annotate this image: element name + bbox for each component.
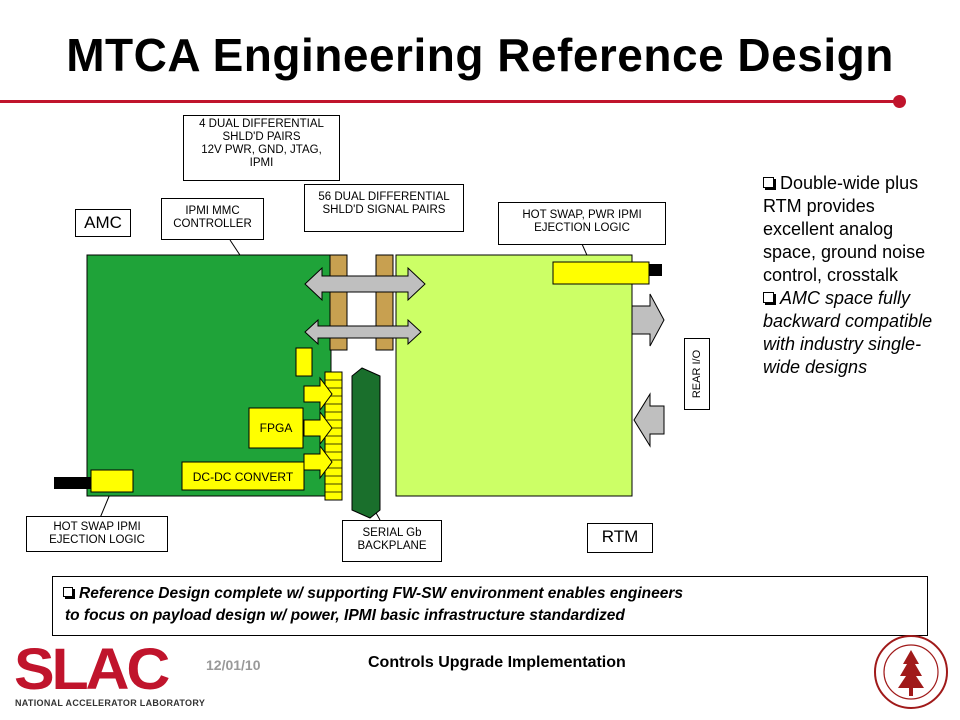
rtm-label: RTM <box>587 523 653 553</box>
amc-handle <box>54 477 92 489</box>
bullet-list: Double-wide plus RTM provides excellent … <box>763 172 938 379</box>
backplane-connector-pins <box>325 379 342 493</box>
bottom-note-line-1: Reference Design complete w/ supporting … <box>63 583 917 605</box>
callout-backplane: SERIAL Gb BACKPLANE <box>342 520 442 562</box>
leader-hot-swap-amc <box>99 493 111 519</box>
ipmi-mmc-chip <box>295 347 313 377</box>
bullet-box-icon <box>63 587 73 597</box>
footer-title: Controls Upgrade Implementation <box>368 654 626 671</box>
bullet-text-1: Double-wide plus RTM provides excellent … <box>763 173 926 285</box>
rear-io-text: REAR I/O <box>691 349 703 399</box>
serial-backplane <box>351 367 381 519</box>
callout-hot-swap-amc: HOT SWAP IPMI EJECTION LOGIC <box>26 516 168 552</box>
slac-logo-subtitle: NATIONAL ACCELERATOR LABORATORY <box>15 698 206 708</box>
callout-ipmi-mmc: IPMI MMC CONTROLLER <box>161 198 264 240</box>
page-title: MTCA Engineering Reference Design <box>66 29 894 81</box>
title-rule <box>0 100 900 103</box>
fpga-block <box>248 407 304 449</box>
callout-dual-diff-pwr: 4 DUAL DIFFERENTIAL SHLD'D PAIRS 12V PWR… <box>183 115 340 181</box>
bottom-note: Reference Design complete w/ supporting … <box>52 576 928 636</box>
amc-label: AMC <box>75 209 131 237</box>
lower-bidirectional-arrow <box>304 318 422 346</box>
stanford-seal-icon <box>874 635 948 709</box>
bullet-item-2: AMC space fully backward compatible with… <box>763 287 938 379</box>
rear-io-out-arrow <box>631 293 665 347</box>
fpga-arrow-3 <box>303 444 333 480</box>
footer-date: 12/01/10 <box>206 657 261 673</box>
callout-hot-swap-rtm: HOT SWAP, PWR IPMI EJECTION LOGIC <box>498 202 666 245</box>
callout-signal-pairs: 56 DUAL DIFFERENTIAL SHLD'D SIGNAL PAIRS <box>304 184 464 232</box>
dcdc-label: DC-DC CONVERT <box>192 470 294 484</box>
slac-logo: SLAC <box>14 637 170 702</box>
bullet-item-1: Double-wide plus RTM provides excellent … <box>763 172 938 287</box>
bullet-text-2: AMC space fully backward compatible with… <box>763 288 933 377</box>
amc-hot-swap-block <box>90 469 134 493</box>
rear-io-label: REAR I/O <box>684 338 710 410</box>
title-rule-dot <box>893 95 906 108</box>
rtm-handle <box>649 264 662 276</box>
rear-io-in-arrow <box>633 392 665 448</box>
rtm-board <box>395 254 633 497</box>
fpga-arrow-1 <box>303 376 333 412</box>
fpga-label: FPGA <box>259 421 293 435</box>
amc-board <box>86 254 332 497</box>
bottom-note-line-2: to focus on payload design w/ power, IPM… <box>65 607 625 624</box>
fpga-arrow-2 <box>303 410 333 446</box>
bullet-box-icon <box>763 177 774 188</box>
rtm-hot-swap-block <box>552 261 650 285</box>
bullet-box-icon <box>763 292 774 303</box>
upper-bidirectional-arrow <box>304 266 426 302</box>
dcdc-block <box>181 461 305 491</box>
